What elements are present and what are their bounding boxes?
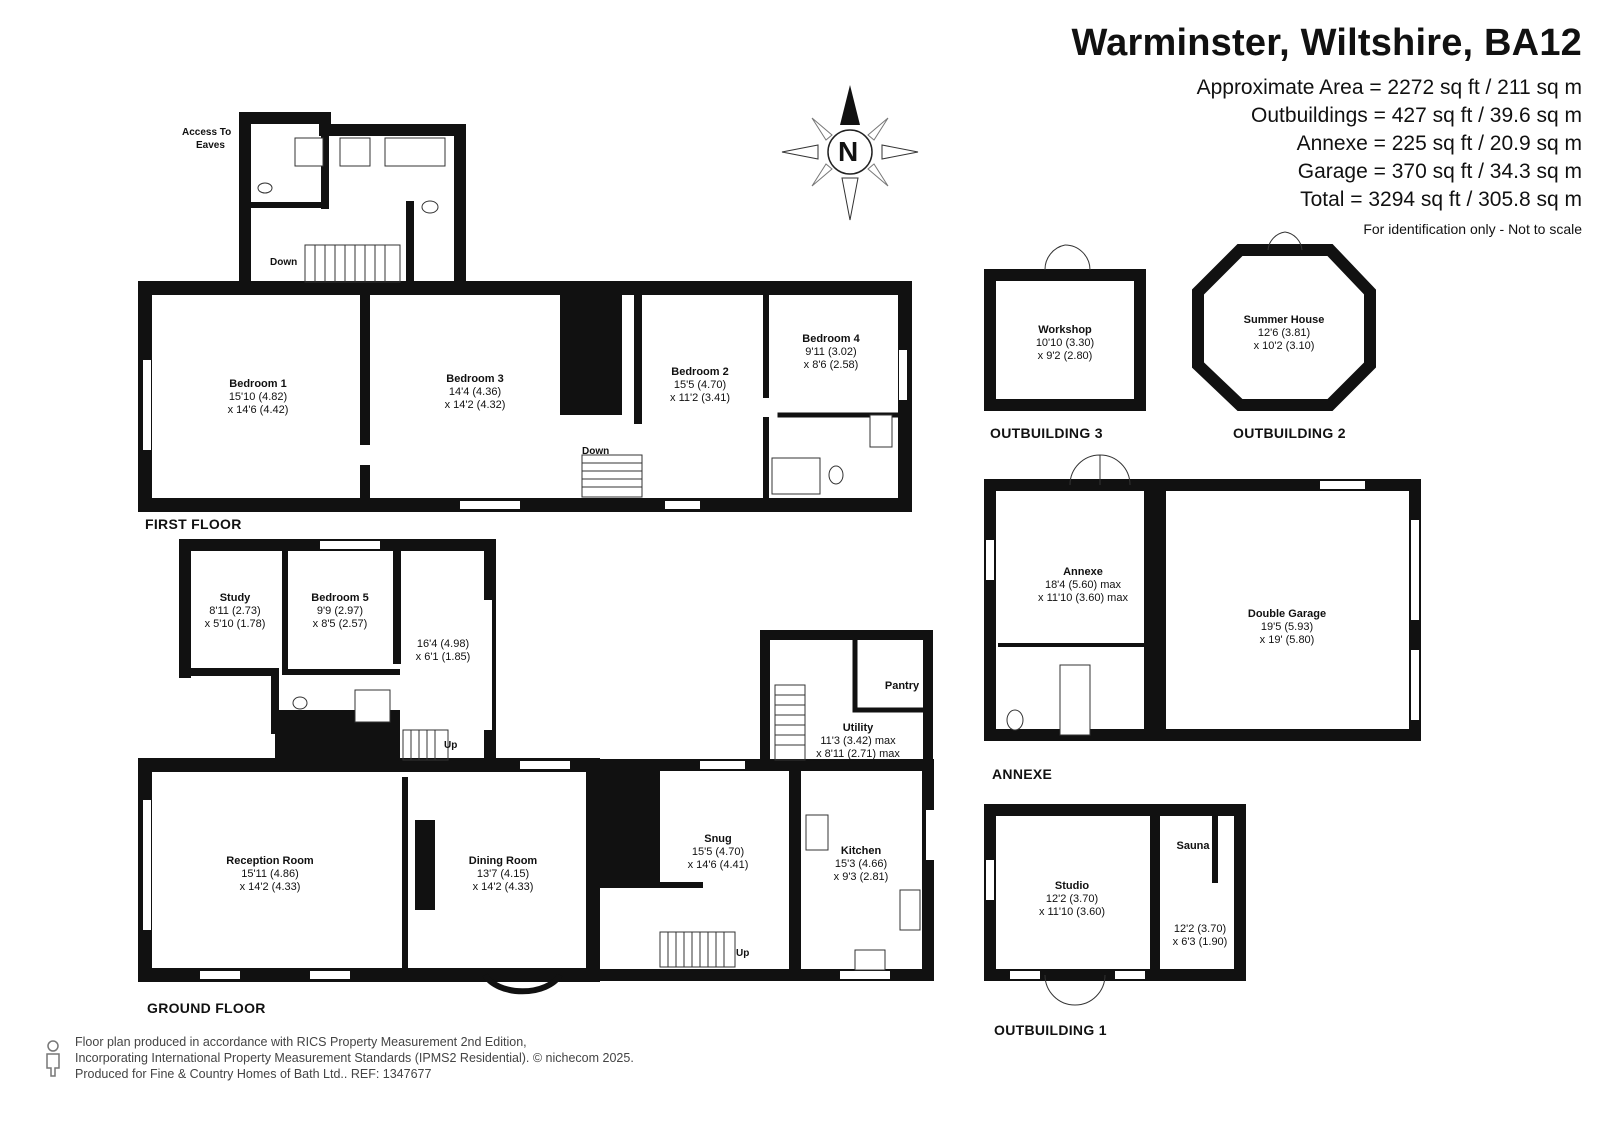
room-sauna-dimensions: 12'2 (3.70)x 6'3 (1.90)	[1172, 923, 1228, 948]
section-outbuilding-2: OUTBUILDING 2	[1233, 425, 1346, 441]
access-eaves-label-1: Access To	[182, 127, 232, 138]
approximate-area: Approximate Area = 2272 sq ft / 211 sq m	[1196, 76, 1582, 99]
disclaimer: For identification only - Not to scale	[1363, 221, 1582, 237]
section-annexe: ANNEXE	[992, 766, 1053, 782]
person-icon	[46, 1040, 60, 1077]
room-hall: 16'4 (4.98)x 6'1 (1.85)	[415, 638, 471, 663]
section-ground-floor: GROUND FLOOR	[147, 1000, 266, 1016]
page-title: Warminster, Wiltshire, BA12	[1071, 22, 1582, 64]
compass-icon	[781, 85, 919, 221]
total-area: Total = 3294 sq ft / 305.8 sq m	[1300, 188, 1582, 211]
footer-line-3: Produced for Fine & Country Homes of Bat…	[75, 1067, 432, 1081]
stairs-down-label: Down	[270, 257, 298, 268]
studio-outline	[984, 804, 1246, 981]
garage-area: Garage = 370 sq ft / 34.3 sq m	[1297, 160, 1582, 183]
outbuildings-area: Outbuildings = 427 sq ft / 39.6 sq m	[1251, 104, 1582, 127]
room-pantry: Pantry	[884, 680, 920, 692]
summer-house-outline	[1192, 244, 1376, 411]
section-outbuilding-3: OUTBUILDING 3	[990, 425, 1103, 441]
stairs-up-label: Up	[444, 740, 458, 751]
annexe-area: Annexe = 225 sq ft / 20.9 sq m	[1296, 132, 1582, 155]
footer-line-2: Incorporating International Property Mea…	[75, 1051, 634, 1065]
compass-north-label: N	[838, 136, 859, 167]
room-sauna: Sauna	[1176, 840, 1210, 852]
footer-line-1: Floor plan produced in accordance with R…	[75, 1035, 527, 1049]
section-outbuilding-1: OUTBUILDING 1	[994, 1022, 1107, 1038]
footer: Floor plan produced in accordance with R…	[75, 1034, 634, 1082]
stairs-down-label-2: Down	[582, 446, 610, 457]
access-eaves-label-2: Eaves	[196, 140, 225, 151]
section-first-floor: FIRST FLOOR	[145, 516, 242, 532]
workshop-outline	[984, 269, 1146, 411]
stairs-up-label-2: Up	[736, 948, 750, 959]
